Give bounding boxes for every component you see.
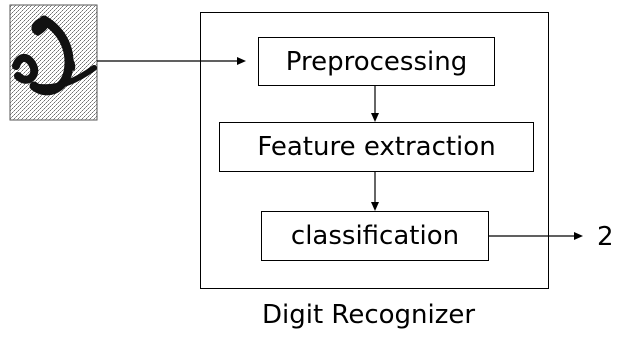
system-title: Digit Recognizer <box>262 300 476 330</box>
handwritten-digit-icon <box>9 4 98 121</box>
classification-block: classification <box>261 211 489 261</box>
preprocessing-label: Preprocessing <box>285 46 468 77</box>
digit-recognizer-box <box>200 12 549 289</box>
feature-extraction-block: Feature extraction <box>219 122 534 172</box>
preprocessing-block: Preprocessing <box>258 37 495 86</box>
classification-label: classification <box>290 221 460 251</box>
feature-extraction-label: Feature extraction <box>257 132 496 162</box>
output-digit-label: 2 <box>597 222 614 252</box>
